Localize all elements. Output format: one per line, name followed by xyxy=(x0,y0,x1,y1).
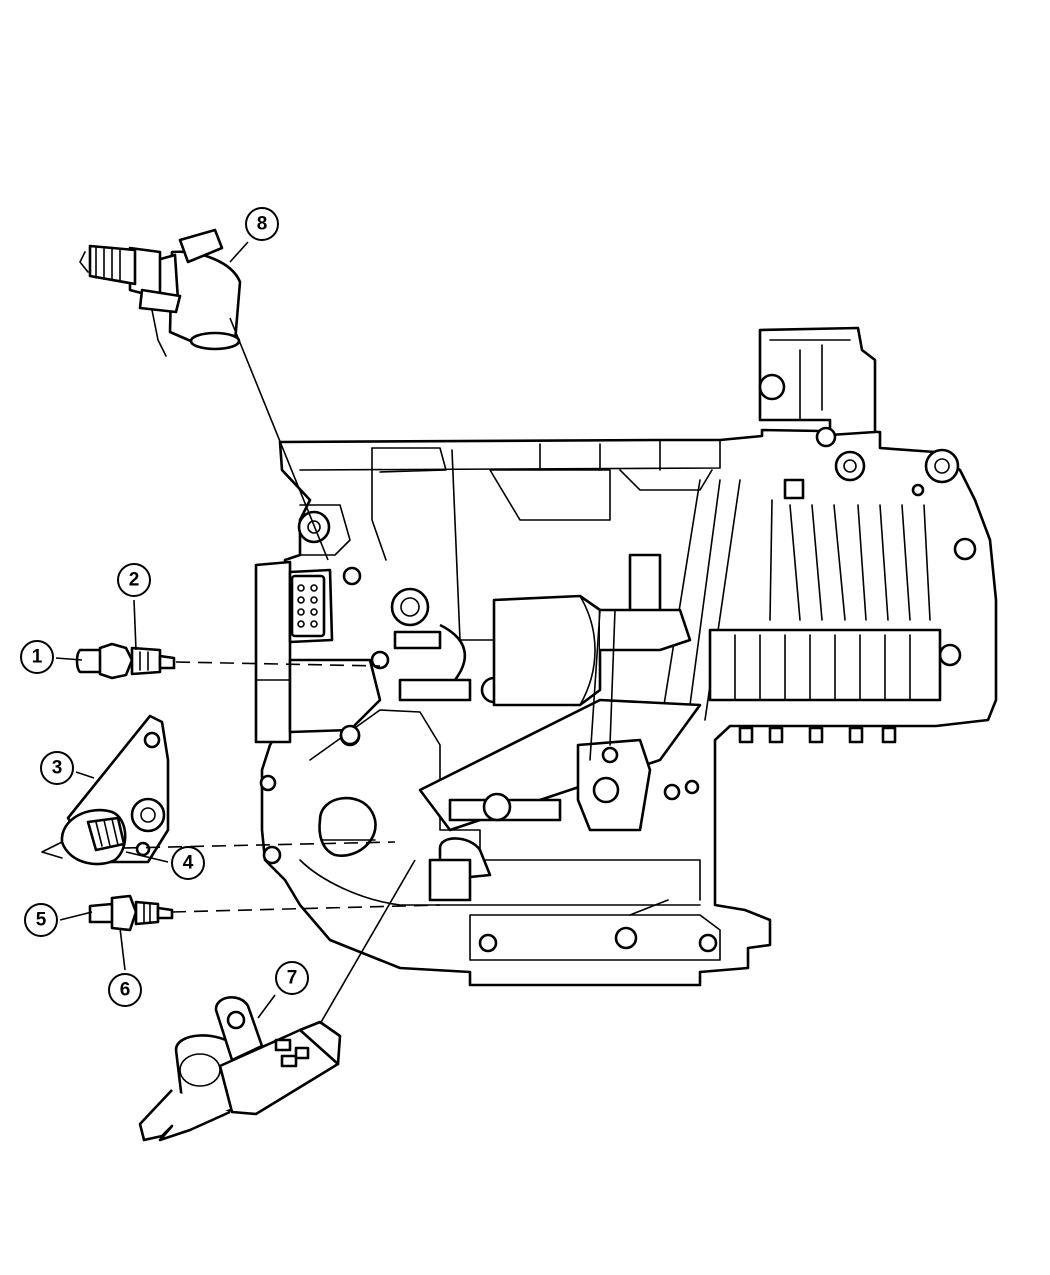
callout-3-label: 3 xyxy=(52,758,63,779)
callout-5-label: 5 xyxy=(36,910,47,931)
leader-lines xyxy=(55,241,441,1025)
callout-2: 2 xyxy=(117,563,151,597)
part-8-solenoid xyxy=(79,228,242,357)
part-5-6-sensor xyxy=(88,894,174,932)
callout-1-label: 1 xyxy=(32,647,43,668)
part-3-4-bracket-sensor xyxy=(41,714,170,866)
callout-7-label: 7 xyxy=(287,968,298,989)
callout-1: 1 xyxy=(20,640,54,674)
callout-4-label: 4 xyxy=(183,853,194,874)
part-7-sensor xyxy=(138,996,342,1142)
callout-3: 3 xyxy=(40,751,74,785)
transmission-housing xyxy=(254,326,998,987)
callout-4: 4 xyxy=(171,846,205,880)
callout-6: 6 xyxy=(108,973,142,1007)
connector-pins xyxy=(297,584,318,628)
callout-7: 7 xyxy=(275,961,309,995)
part-1-2-sensor xyxy=(75,642,176,680)
callout-2-label: 2 xyxy=(129,570,140,591)
housing-fins xyxy=(708,499,942,702)
callout-8-label: 8 xyxy=(257,214,268,235)
bolt-row xyxy=(738,726,897,744)
callout-6-label: 6 xyxy=(120,980,131,1001)
callout-5: 5 xyxy=(24,903,58,937)
callout-8: 8 xyxy=(245,207,279,241)
